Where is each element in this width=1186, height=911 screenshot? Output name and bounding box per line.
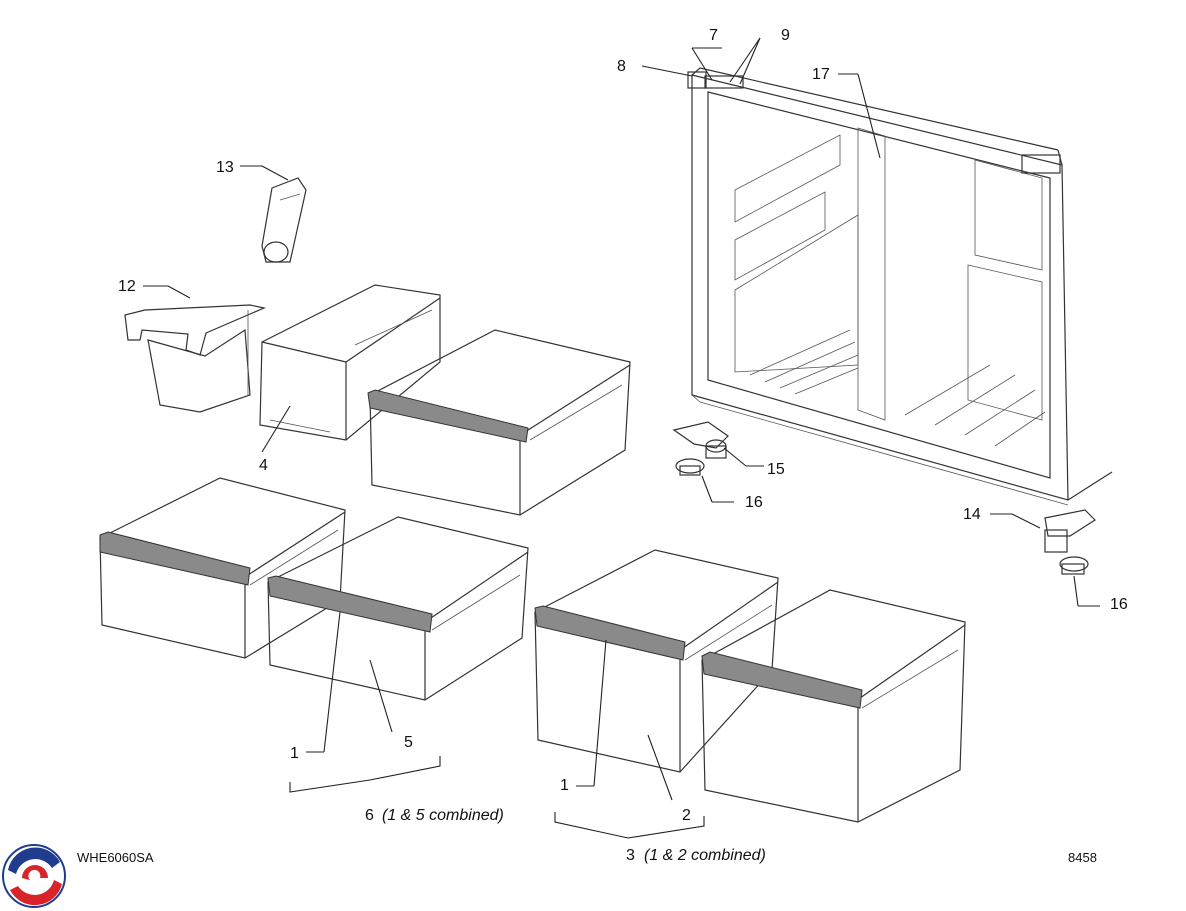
scoop-part-13 xyxy=(261,177,307,263)
callout-3-note: (1 & 2 combined) xyxy=(644,847,766,864)
drawer-part-2 xyxy=(534,549,779,773)
callout-5: 5 xyxy=(404,734,413,751)
bin-part-12 xyxy=(124,304,266,413)
door-frame xyxy=(687,67,1113,506)
leader-lines xyxy=(143,37,1100,839)
hinge-part-15 xyxy=(672,421,729,459)
callout-6-note: (1 & 5 combined) xyxy=(382,807,504,824)
callout-13: 13 xyxy=(216,159,234,176)
callout-1b: 1 xyxy=(560,777,569,794)
hinge-part-14 xyxy=(1044,509,1096,553)
callout-9: 9 xyxy=(781,27,790,44)
hinge-part-16a xyxy=(675,458,705,476)
hinge-part-16b xyxy=(1059,556,1089,575)
model-number: WHE6060SA xyxy=(77,850,154,865)
drawer-lower-left-a xyxy=(99,477,346,659)
drawer-lower-right xyxy=(701,589,966,823)
callout-12: 12 xyxy=(118,278,136,295)
callout-2: 2 xyxy=(682,807,691,824)
callout-4: 4 xyxy=(259,457,268,474)
brand-logo xyxy=(2,844,66,908)
drawer-part-5 xyxy=(267,516,529,701)
callout-16a: 16 xyxy=(745,494,763,511)
callout-7: 7 xyxy=(709,27,718,44)
callout-17: 17 xyxy=(812,66,830,83)
callout-3: 3 xyxy=(626,847,635,864)
callout-8: 8 xyxy=(617,58,626,75)
drawer-upper-right xyxy=(367,329,631,516)
callout-16b: 16 xyxy=(1110,596,1128,613)
drawer-part-4 xyxy=(259,284,441,441)
callout-15: 15 xyxy=(767,461,785,478)
callout-14: 14 xyxy=(963,506,981,523)
diagram-number: 8458 xyxy=(1068,850,1097,865)
callout-1a: 1 xyxy=(290,745,299,762)
callout-6: 6 xyxy=(365,807,374,824)
